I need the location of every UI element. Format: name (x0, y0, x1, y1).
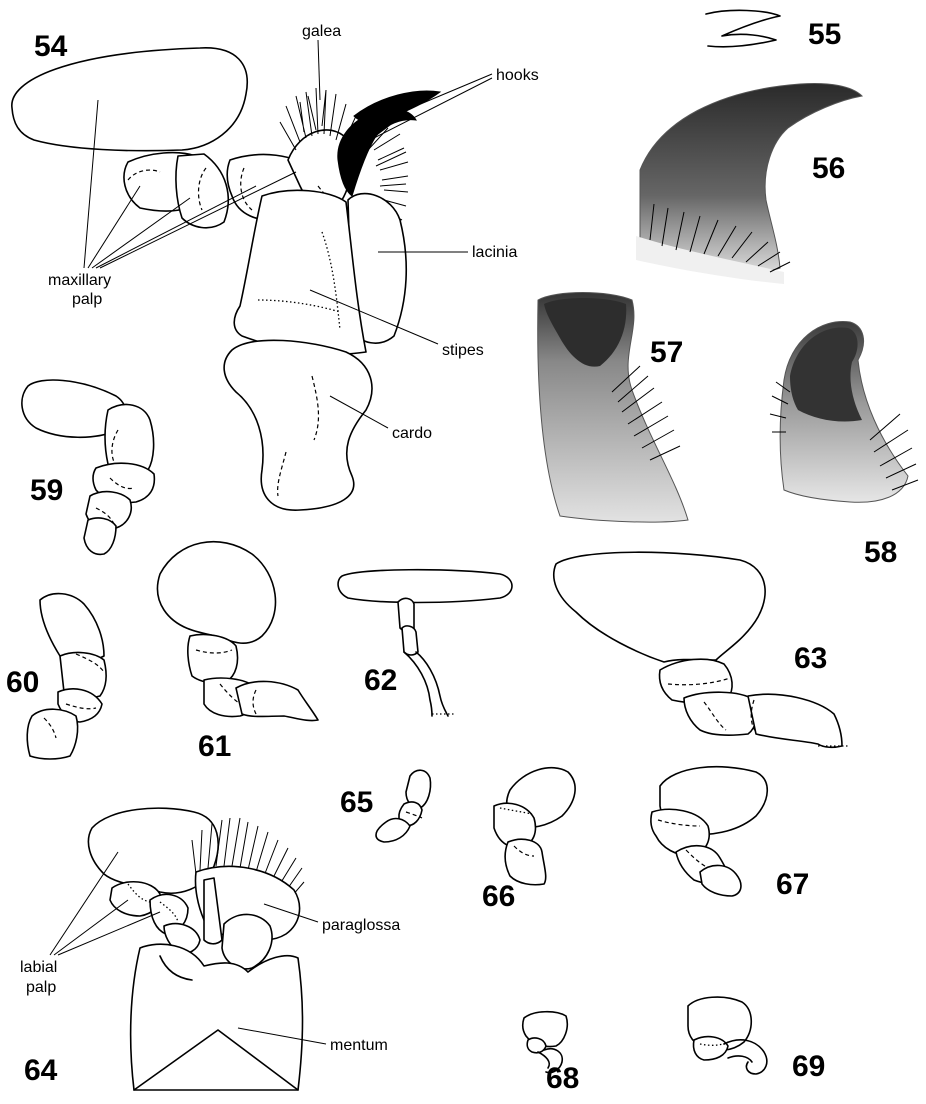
label-labial-palp-line1: labial (20, 959, 57, 976)
label-cardo: cardo (392, 425, 432, 442)
figure-67-palp (651, 767, 767, 896)
label-galea: galea (302, 23, 341, 40)
figure-69-palp (688, 997, 767, 1074)
figure-number-55: 55 (808, 18, 841, 51)
label-stipes: stipes (442, 342, 484, 359)
figure-number-58: 58 (864, 536, 897, 569)
label-labial-palp-line2: palp (26, 979, 56, 996)
figure-55-hook-sketch (706, 10, 780, 46)
figure-number-65: 65 (340, 786, 373, 819)
figure-number-69: 69 (792, 1050, 825, 1083)
figure-57-galea-photo (538, 293, 688, 523)
figure-number-54: 54 (34, 30, 68, 63)
figure-number-64: 64 (24, 1054, 58, 1087)
figure-64-labium (88, 808, 304, 1090)
label-hooks: hooks (496, 67, 539, 84)
label-paraglossa: paraglossa (322, 917, 400, 934)
figure-number-67: 67 (776, 868, 809, 901)
figure-number-62: 62 (364, 664, 397, 697)
figure-number-61: 61 (198, 730, 231, 763)
figure-number-59: 59 (30, 474, 63, 507)
label-maxillary-palp-line2: palp (72, 291, 102, 308)
figure-number-68: 68 (546, 1062, 579, 1095)
figure-65-palp (376, 770, 431, 842)
label-mentum: mentum (330, 1037, 388, 1054)
figure-number-57: 57 (650, 336, 683, 369)
label-maxillary-palp-line1: maxillary (48, 272, 111, 289)
figure-number-56: 56 (812, 152, 845, 185)
figure-number-60: 60 (6, 666, 39, 699)
figure-66-palp (494, 768, 575, 885)
figure-59-palp (22, 380, 154, 554)
label-lacinia: lacinia (472, 244, 517, 261)
figure-number-66: 66 (482, 880, 515, 913)
figure-61-palp (157, 542, 318, 721)
figure-58-lacinia-photo (770, 322, 918, 503)
figure-number-63: 63 (794, 642, 827, 675)
